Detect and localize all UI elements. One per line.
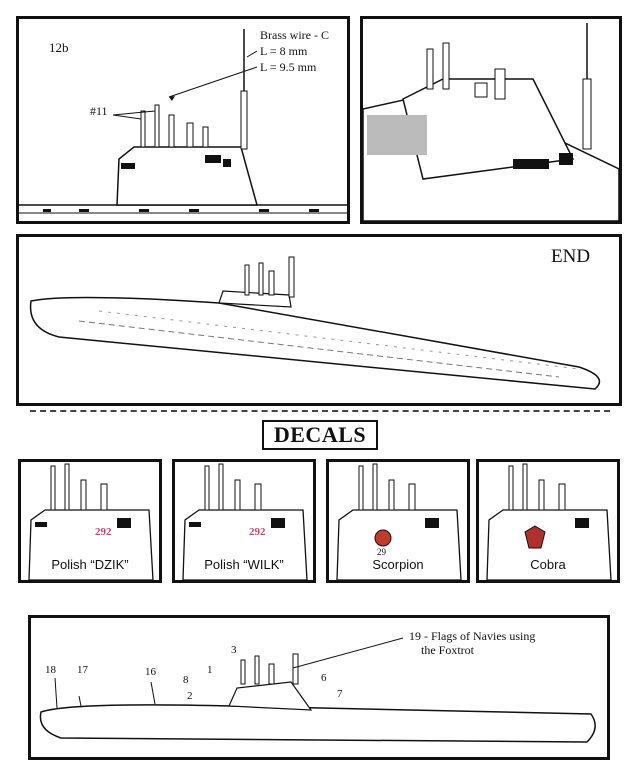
decal-panel-dzik: 292 Polish “DZIK” (18, 459, 162, 583)
decal-label: Polish “WILK” (203, 557, 285, 572)
callout-7: 7 (337, 688, 343, 700)
wire-length-1: L = 8 mm (260, 44, 308, 58)
callout-6: 6 (321, 672, 327, 684)
decal-tower-drawing (486, 463, 612, 580)
decals-title: DECALS (262, 420, 378, 450)
tower-perspective-drawing (363, 23, 619, 221)
wire-title: Brass wire - C (260, 28, 329, 42)
section-divider (30, 410, 610, 412)
callout-8: 8 (183, 674, 189, 686)
end-label: END (551, 246, 591, 267)
part-number: #11 (90, 104, 108, 118)
callout-3: 3 (231, 644, 237, 656)
decal-label: Scorpion (371, 557, 425, 572)
callout-16: 16 (145, 666, 156, 678)
decal-panel-wilk: 292 Polish “WILK” (172, 459, 316, 583)
callout-2: 2 (187, 690, 193, 702)
decal-number: 29 (377, 547, 386, 557)
callout-17: 17 (77, 664, 88, 676)
cobra-emblem-icon (524, 525, 546, 549)
flags-callout: 19 - Flags of Navies using (409, 629, 536, 643)
tower-perspective-panel (360, 16, 622, 224)
step-12b-panel: 12b Brass wire - C L = 8 mm L = 9.5 mm #… (16, 16, 350, 224)
decal-number: 292 (95, 526, 112, 538)
step-number: 12b (49, 40, 69, 55)
callout-1: 1 (207, 664, 213, 676)
decal-tower-drawing (336, 463, 462, 580)
tower-drawing (19, 29, 347, 214)
submarine-full-drawing (29, 256, 601, 390)
wire-length-2: L = 9.5 mm (260, 60, 317, 74)
flags-callout-line2: the Foxtrot (421, 643, 474, 657)
decal-number: 292 (249, 526, 266, 538)
submarine-callout-drawing (39, 637, 596, 743)
decal-label: Cobra (529, 557, 567, 572)
callout-18: 18 (45, 664, 56, 676)
decal-panel-cobra: Cobra (476, 459, 620, 583)
decal-panel-scorpion: 29 Scorpion (326, 459, 470, 583)
end-view-panel: END (16, 234, 622, 406)
scorpion-emblem-icon (374, 529, 392, 547)
decal-label: Polish “DZIK” (50, 557, 130, 572)
decal-placement-panel: 19 - Flags of Navies using the Foxtrot 3… (28, 615, 610, 760)
